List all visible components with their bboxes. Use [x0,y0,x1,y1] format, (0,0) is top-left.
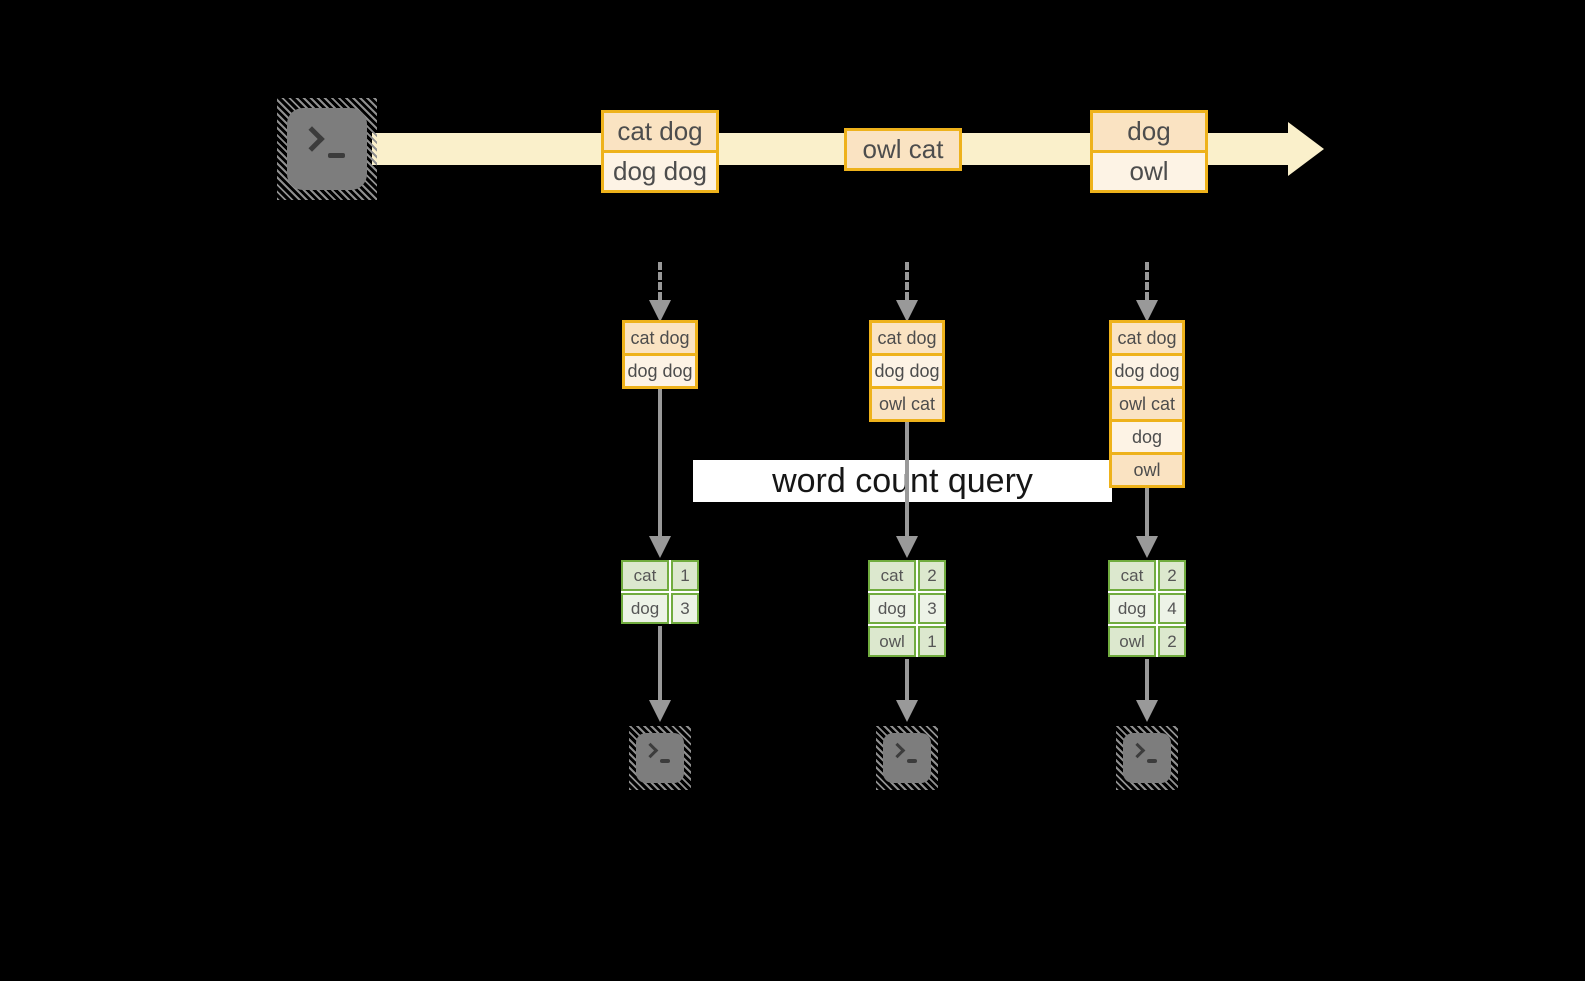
arrowhead-icon [896,536,918,558]
prompt-chevron-icon [642,742,659,759]
count-cell: 1 [918,626,946,657]
connector-line [905,659,909,702]
count-cell: 1 [671,560,699,591]
connector-line [658,389,662,538]
prompt-cursor-icon [328,153,345,158]
arrowhead-icon [1136,300,1158,322]
word-cell: owl [868,626,916,657]
terminal-screen [636,733,684,783]
source-terminal-icon [277,98,377,200]
count-cell: 2 [1158,560,1186,591]
state-line: cat dog [872,323,942,353]
word-cell: cat [1108,560,1156,591]
state-line: dog dog [872,356,942,386]
arrowhead-icon [896,300,918,322]
state-line: owl [1112,455,1182,485]
event-line: owl [1093,153,1205,190]
query-banner: word count query [693,460,1112,502]
state-line: dog [1112,422,1182,452]
event-line: dog [1093,113,1205,150]
word-cell: cat [868,560,916,591]
dashed-connector [1145,262,1149,300]
terminal-screen [287,108,367,190]
dashed-connector [905,262,909,300]
input-state-stack-1: cat dog dog dog [622,320,698,389]
count-cell: 2 [1158,626,1186,657]
dashed-connector [658,262,662,300]
state-line: dog dog [1112,356,1182,386]
prompt-cursor-icon [1147,759,1157,763]
arrowhead-icon [896,700,918,722]
wordcount-table-3: cat 2 dog 4 owl 2 [1108,560,1186,657]
count-cell: 4 [1158,593,1186,624]
word-cell: cat [621,560,669,591]
count-cell: 3 [918,593,946,624]
connector-line [905,422,909,538]
output-terminal-icon-3 [1116,726,1178,790]
word-cell: dog [621,593,669,624]
state-line: cat dog [1112,323,1182,353]
terminal-screen [1123,733,1171,783]
count-cell: 3 [671,593,699,624]
stream-event-3: dog owl [1090,110,1208,193]
stream-event-2: owl cat [844,128,962,171]
event-line: cat dog [604,113,716,150]
arrowhead-icon [1136,700,1158,722]
prompt-cursor-icon [907,759,917,763]
stream-event-1: cat dog dog dog [601,110,719,193]
terminal-screen [883,733,931,783]
connector-line [658,626,662,702]
prompt-chevron-icon [1129,742,1146,759]
input-state-stack-2: cat dog dog dog owl cat [869,320,945,422]
word-cell: dog [868,593,916,624]
prompt-chevron-icon [299,126,325,152]
state-line: owl cat [872,389,942,419]
output-terminal-icon-2 [876,726,938,790]
query-banner-label: word count query [772,461,1033,500]
state-line: owl cat [1112,389,1182,419]
input-state-stack-3: cat dog dog dog owl cat dog owl [1109,320,1185,488]
arrowhead-icon [649,300,671,322]
arrowhead-icon [649,536,671,558]
connector-line [1145,488,1149,538]
state-line: dog dog [625,356,695,386]
arrowhead-icon [649,700,671,722]
prompt-cursor-icon [660,759,670,763]
arrowhead-icon [1136,536,1158,558]
connector-line [1145,659,1149,702]
prompt-chevron-icon [889,742,906,759]
event-line: dog dog [604,153,716,190]
word-cell: dog [1108,593,1156,624]
word-cell: owl [1108,626,1156,657]
wordcount-table-1: cat 1 dog 3 [621,560,699,624]
count-cell: 2 [918,560,946,591]
stream-arrowhead-icon [1288,122,1324,176]
output-terminal-icon-1 [629,726,691,790]
state-line: cat dog [625,323,695,353]
wordcount-table-2: cat 2 dog 3 owl 1 [868,560,946,657]
event-line: owl cat [847,131,959,168]
